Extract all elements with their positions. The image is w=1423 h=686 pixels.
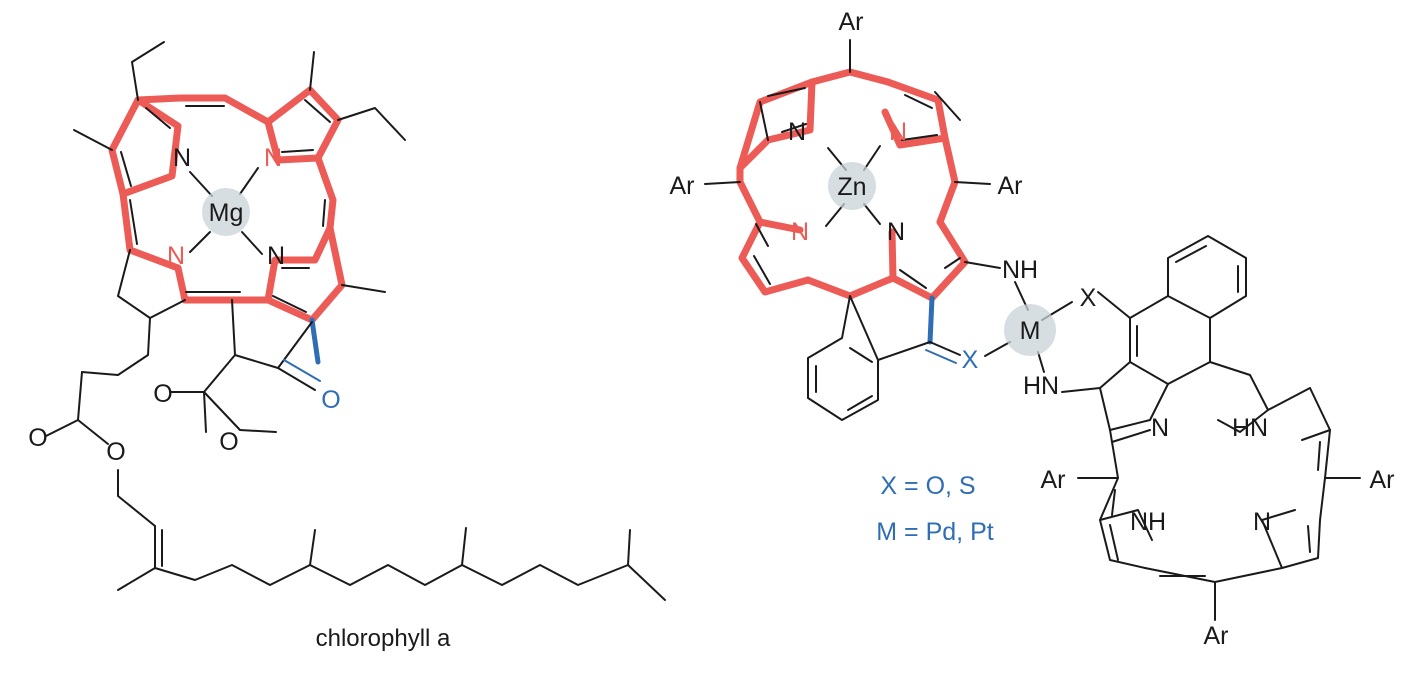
ar-label: Ar bbox=[670, 172, 695, 200]
dimer-bonds bbox=[704, 39, 1361, 621]
acid-oxygen-label: O bbox=[28, 424, 47, 452]
metal-label-zn: Zn bbox=[837, 173, 866, 201]
magnesium-sphere bbox=[202, 188, 250, 236]
keto-bond-highlight bbox=[309, 317, 321, 365]
keto-oxygen-label: O bbox=[321, 386, 340, 414]
nh-label: NH bbox=[1002, 256, 1038, 284]
bridge-metal-sphere bbox=[1004, 304, 1056, 356]
bridge-bond-highlight bbox=[927, 295, 935, 345]
metal-label-mg: Mg bbox=[209, 199, 244, 227]
metal-label-m: M bbox=[1020, 317, 1041, 345]
porphyrin-dimer-structure: Zn M N N N N NH HN X X N HN NH N Ar Ar A… bbox=[670, 8, 1395, 650]
x-bridge-label: X bbox=[962, 346, 979, 374]
chlorophyll-caption: chlorophyll a bbox=[316, 625, 451, 652]
nh-label: NH bbox=[1130, 508, 1166, 536]
x-label: X bbox=[1080, 284, 1097, 312]
zinc-sphere bbox=[828, 162, 876, 210]
n-label: N bbox=[1253, 508, 1271, 536]
n-label: N bbox=[887, 218, 905, 246]
ar-label: Ar bbox=[839, 8, 864, 36]
n-label: N bbox=[889, 118, 907, 146]
n-label: N bbox=[791, 218, 809, 246]
ester-oxygen-label: O bbox=[219, 428, 238, 456]
n-label: N bbox=[267, 242, 285, 270]
ar-label: Ar bbox=[1204, 622, 1229, 650]
hn-label: HN bbox=[1023, 372, 1059, 400]
ar-label: Ar bbox=[1041, 466, 1066, 494]
chlorophyll-structure: Mg N N N N O O O O O chlorophyll a bbox=[28, 41, 666, 652]
m-definition: M = Pd, Pt bbox=[876, 518, 993, 546]
n-label: N bbox=[264, 144, 282, 172]
chlorophyll-conjugation-highlight bbox=[108, 86, 346, 324]
acid-oxygen-label: O bbox=[106, 438, 125, 466]
n-label: N bbox=[1151, 414, 1169, 442]
n-label: N bbox=[788, 118, 806, 146]
ar-label: Ar bbox=[1370, 466, 1395, 494]
ester-oxygen-label: O bbox=[153, 380, 172, 408]
chlorophyll-bonds bbox=[45, 41, 666, 601]
n-label: N bbox=[173, 144, 191, 172]
n-label: N bbox=[167, 242, 185, 270]
x-definition: X = O, S bbox=[880, 472, 975, 500]
hn-label: HN bbox=[1232, 414, 1268, 442]
ar-label: Ar bbox=[998, 172, 1023, 200]
